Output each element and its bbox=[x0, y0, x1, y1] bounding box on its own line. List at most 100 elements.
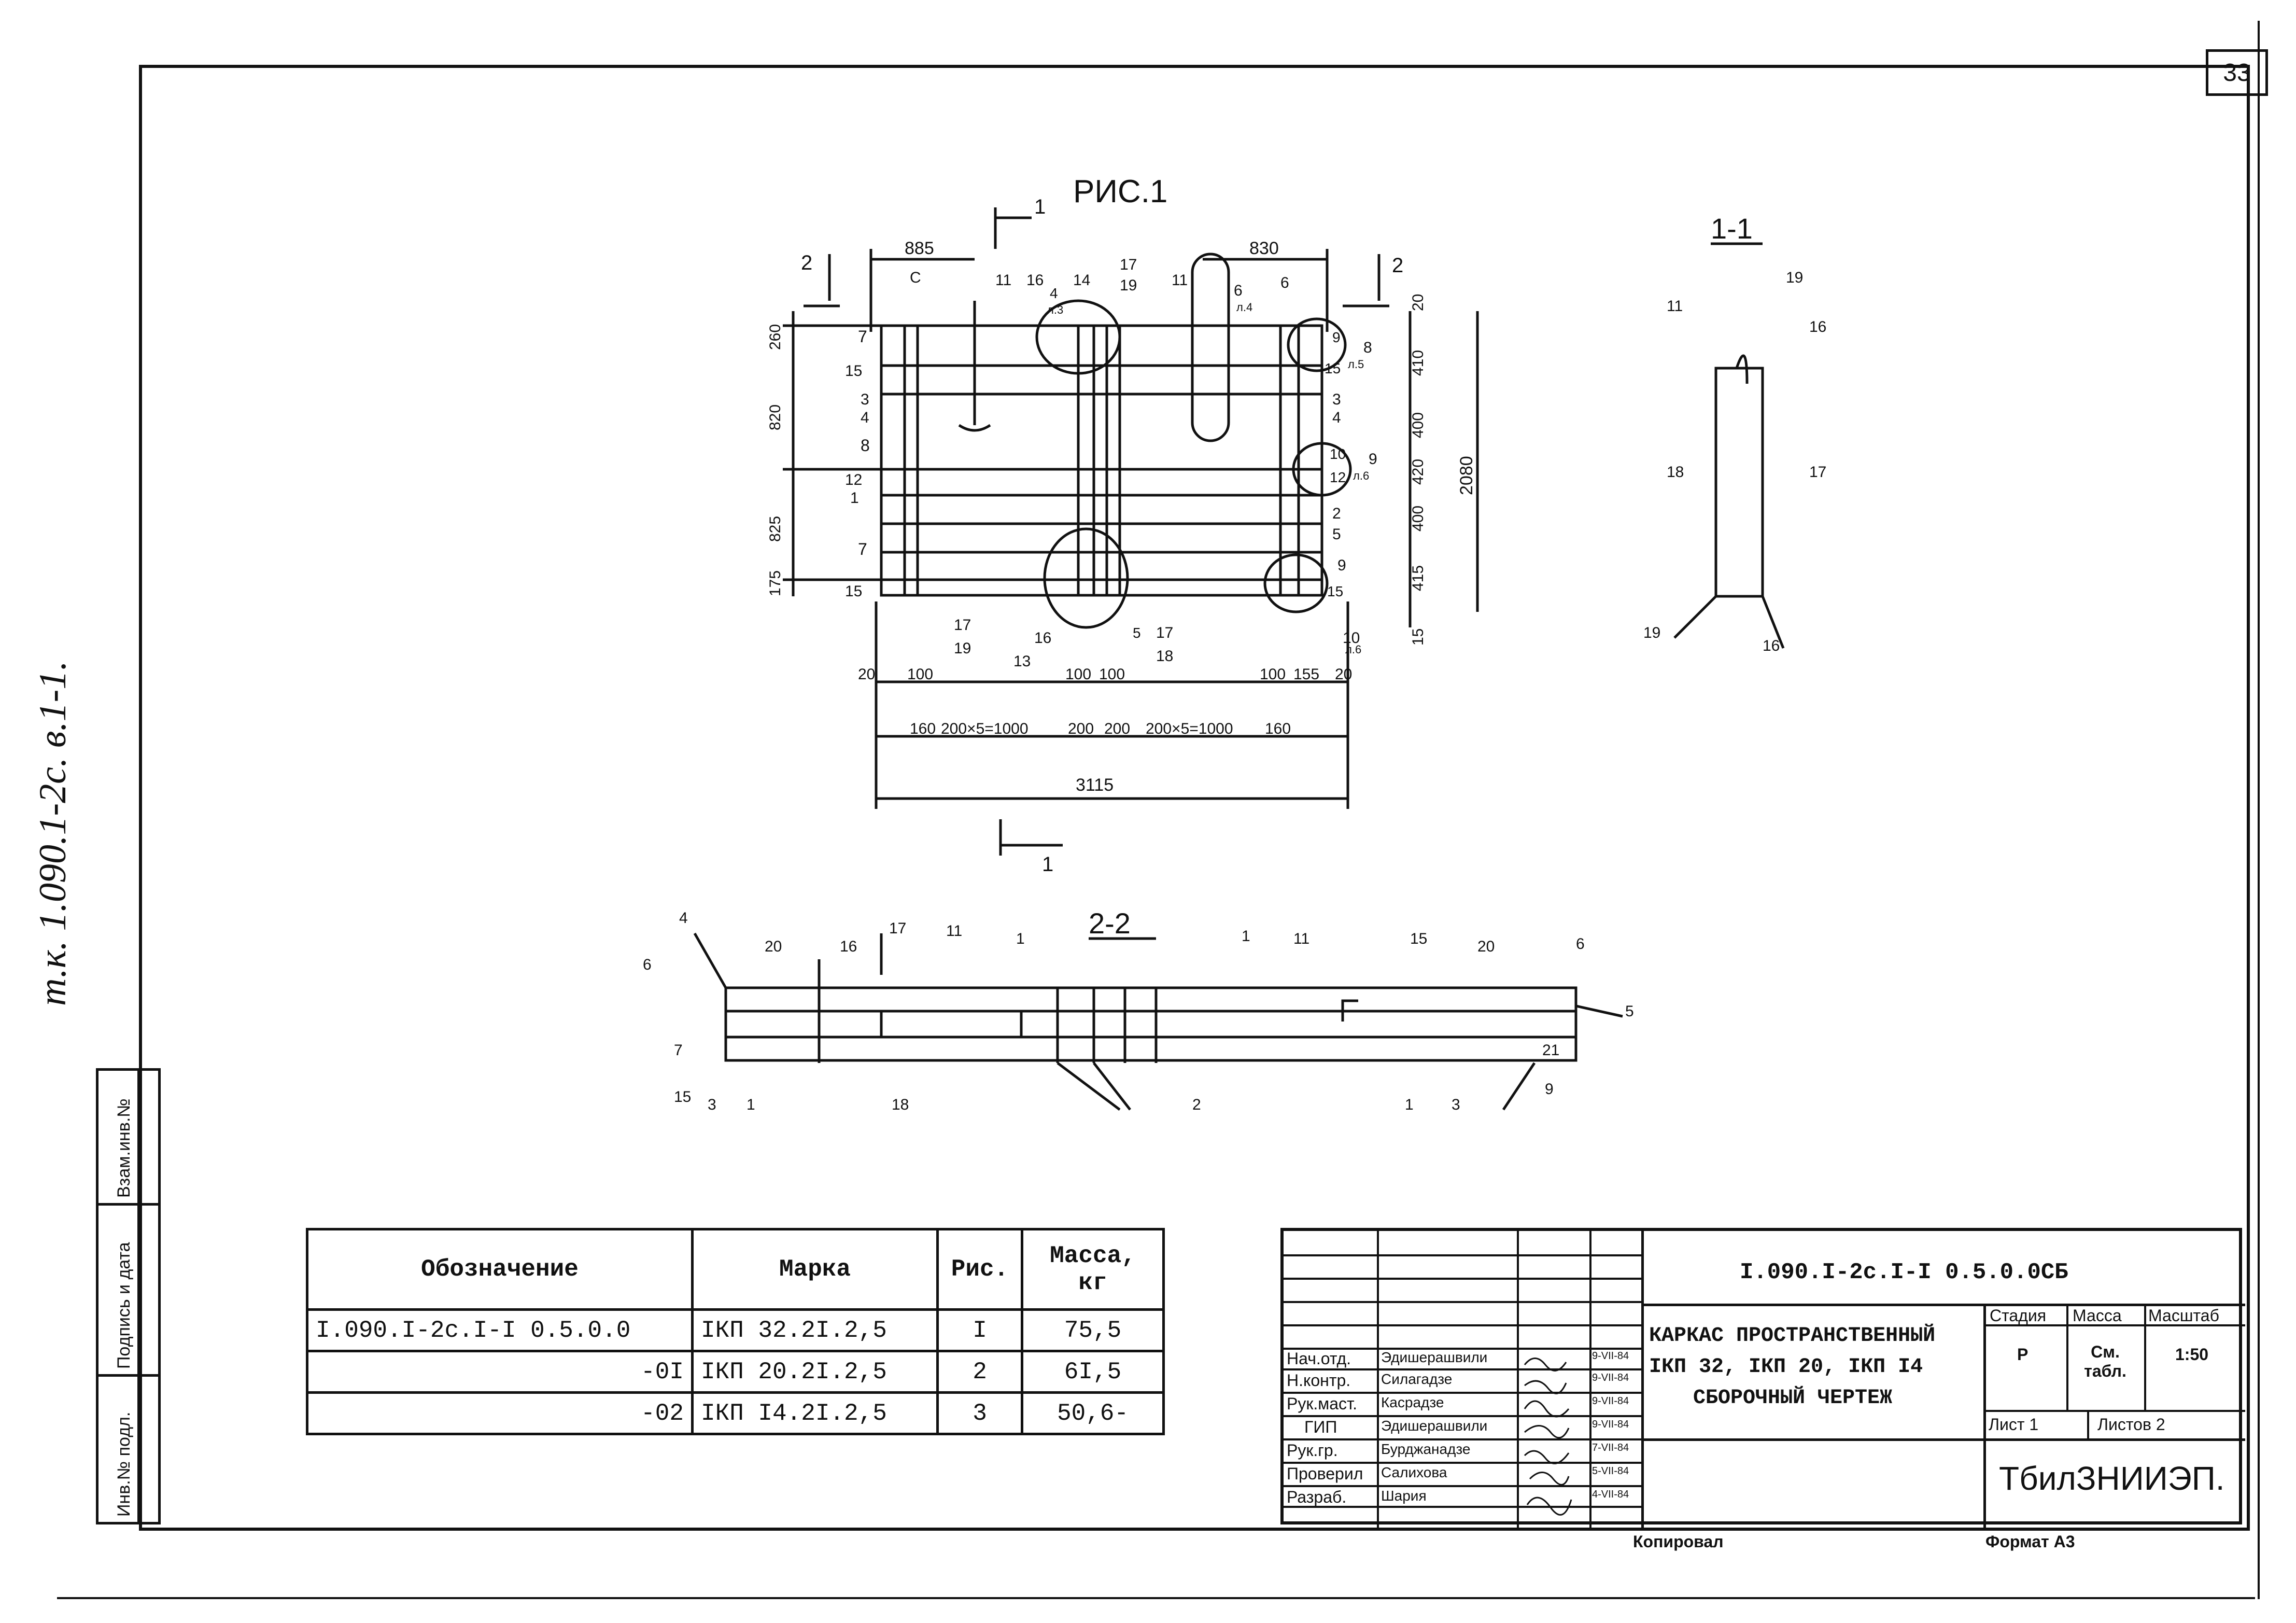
dim-total-height: 2080 bbox=[1457, 456, 1476, 495]
dim-left: 825 bbox=[767, 516, 784, 542]
callout: 12 bbox=[1330, 469, 1346, 485]
sec11-callout: 18 bbox=[1667, 464, 1684, 481]
designation-cell: -02 bbox=[306, 1391, 694, 1435]
mass-cell: 50,6- bbox=[1021, 1391, 1165, 1435]
callout: 17 bbox=[1120, 256, 1137, 273]
role-label: Разраб. bbox=[1287, 1488, 1347, 1506]
sec22-callout: 20 bbox=[1477, 938, 1495, 955]
sec22-callout: 1 bbox=[1242, 928, 1250, 945]
dim-bottom: 20 bbox=[858, 666, 875, 683]
dim-right: 415 bbox=[1410, 565, 1427, 591]
sign-date: 9-VII-84 bbox=[1592, 1372, 1629, 1383]
person-name: Эдишерашвили bbox=[1381, 1418, 1488, 1434]
dim-bottom: 100 bbox=[907, 666, 933, 683]
sec22-callout: 11 bbox=[946, 922, 962, 940]
sign-date: 9-VII-84 bbox=[1592, 1419, 1629, 1430]
doc-code: I.090.I-2с.I-I 0.5.0.0СБ bbox=[1740, 1260, 2068, 1285]
callout: 9 bbox=[1369, 451, 1377, 468]
sec22-callout: 9 bbox=[1545, 1081, 1554, 1098]
person-name: Шария bbox=[1381, 1488, 1427, 1504]
callout: 16 bbox=[1034, 629, 1051, 647]
callout: 15 bbox=[1327, 583, 1343, 599]
callout: 9 bbox=[1337, 557, 1346, 574]
cut-mark-label: 2 bbox=[1392, 254, 1403, 277]
callout: 15 bbox=[1325, 360, 1341, 376]
sign-date: 7-VII-84 bbox=[1592, 1442, 1629, 1453]
callout: С bbox=[910, 269, 921, 286]
callout: 12 bbox=[845, 471, 862, 488]
callout: 10 bbox=[1330, 446, 1346, 462]
sign-date: 9-VII-84 bbox=[1592, 1395, 1629, 1407]
sec11-callout: 16 bbox=[1763, 637, 1780, 654]
dim-right: 420 bbox=[1410, 459, 1427, 485]
sec22-callout: 6 bbox=[643, 956, 652, 973]
callout: 8 bbox=[1363, 339, 1372, 356]
role-label: Рук.маст. bbox=[1287, 1394, 1358, 1413]
sec22-callout: 15 bbox=[1410, 930, 1427, 947]
header-designation: Обозначение bbox=[306, 1228, 694, 1311]
sign-date: 9-VII-84 bbox=[1592, 1350, 1629, 1362]
dim-bottom: 100 bbox=[1260, 666, 1286, 683]
header-fig: Рис. bbox=[936, 1228, 1023, 1311]
callout: 11 bbox=[995, 272, 1011, 289]
header-mass-unit: кг bbox=[1078, 1269, 1107, 1296]
dim-bottom-2: 160 bbox=[910, 720, 936, 737]
header-mass: Масса, кг bbox=[1021, 1228, 1165, 1311]
callout-sub: л.4 bbox=[1236, 301, 1252, 314]
organization-name: ТбилЗНИИЭП. bbox=[1999, 1460, 2225, 1497]
sheets-label: Листов 2 bbox=[2097, 1415, 2165, 1434]
title-line-1: КАРКАС ПРОСТРАНСТВЕННЫЙ bbox=[1649, 1324, 1936, 1348]
cut-mark-label: 1 bbox=[1042, 853, 1053, 876]
copied-label: Копировал bbox=[1633, 1532, 1724, 1551]
mark-cell: IКП 32.2I.2,5 bbox=[691, 1308, 939, 1352]
section-2-2-title: 2-2 bbox=[1089, 907, 1131, 940]
dim-right: 400 bbox=[1410, 412, 1427, 438]
callout: 6 bbox=[1234, 282, 1243, 299]
callout-sub: л.3 bbox=[1047, 303, 1063, 316]
dim-top: 885 bbox=[905, 239, 934, 258]
sec22-callout: 16 bbox=[840, 938, 857, 955]
stage-value: Р bbox=[2017, 1345, 2029, 1364]
sec22-callout: 6 bbox=[1576, 935, 1585, 953]
callout: 5 bbox=[1133, 625, 1141, 641]
callout: 16 bbox=[1026, 272, 1044, 289]
callout: 15 bbox=[845, 362, 862, 380]
sec22-callout: 5 bbox=[1625, 1003, 1634, 1020]
mass-value: См. табл. bbox=[2084, 1342, 2126, 1380]
dim-left: 260 bbox=[767, 324, 784, 350]
scale-header: Масштаб bbox=[2148, 1306, 2219, 1325]
title-line-3: СБОРОЧНЫЙ ЧЕРТЕЖ bbox=[1693, 1387, 1893, 1410]
dim-bottom: 20 bbox=[1335, 666, 1352, 683]
callout: 9 bbox=[1332, 329, 1341, 345]
dim-bottom-2: 200 bbox=[1068, 720, 1094, 737]
callout: 18 bbox=[1156, 648, 1173, 665]
format-label: Формат А3 bbox=[1985, 1532, 2075, 1551]
side-cell-inv: Инв.№ подл. bbox=[98, 1377, 158, 1524]
dim-bottom: 100 bbox=[1099, 666, 1125, 683]
person-name: Эдишерашвили bbox=[1381, 1349, 1488, 1365]
section-1-1-outline bbox=[1714, 367, 1764, 598]
dim-right: 15 bbox=[1410, 628, 1427, 646]
side-label-inv: Инв.№ подл. bbox=[114, 1411, 134, 1517]
callout: 6 bbox=[1280, 274, 1289, 291]
person-name: Силагадзе bbox=[1381, 1371, 1453, 1387]
side-stamp-table: Взам.инв.№ Подпись и дата Инв.№ подл. bbox=[96, 1068, 161, 1524]
title-block: I.090.I-2с.I-I 0.5.0.0СБ КАРКАС ПРОСТРАН… bbox=[1280, 1228, 2245, 1528]
callout: 3 bbox=[1332, 391, 1341, 408]
sign-date: 5-VII-84 bbox=[1592, 1465, 1629, 1477]
mass-header: Масса bbox=[2073, 1306, 2122, 1325]
sec22-callout: 20 bbox=[765, 938, 782, 955]
mass-cell: 75,5 bbox=[1021, 1308, 1165, 1352]
table-row: -02 IКП I4.2I.2,5 3 50,6- bbox=[306, 1391, 1165, 1435]
sec11-callout: 11 bbox=[1667, 298, 1683, 315]
sec22-callout: 1 bbox=[746, 1096, 755, 1113]
callout: 19 bbox=[954, 640, 971, 657]
callout-sub: л.5 bbox=[1348, 358, 1364, 371]
dim-left: 175 bbox=[767, 570, 784, 596]
dim-bottom: 100 bbox=[1065, 666, 1091, 683]
sec11-callout: 19 bbox=[1786, 269, 1803, 286]
sec22-callout: 3 bbox=[1452, 1096, 1460, 1113]
callout-sub: л.6 bbox=[1345, 643, 1361, 656]
callout: 1 bbox=[850, 489, 859, 507]
dim-bottom-2: 200×5=1000 bbox=[941, 720, 1029, 737]
